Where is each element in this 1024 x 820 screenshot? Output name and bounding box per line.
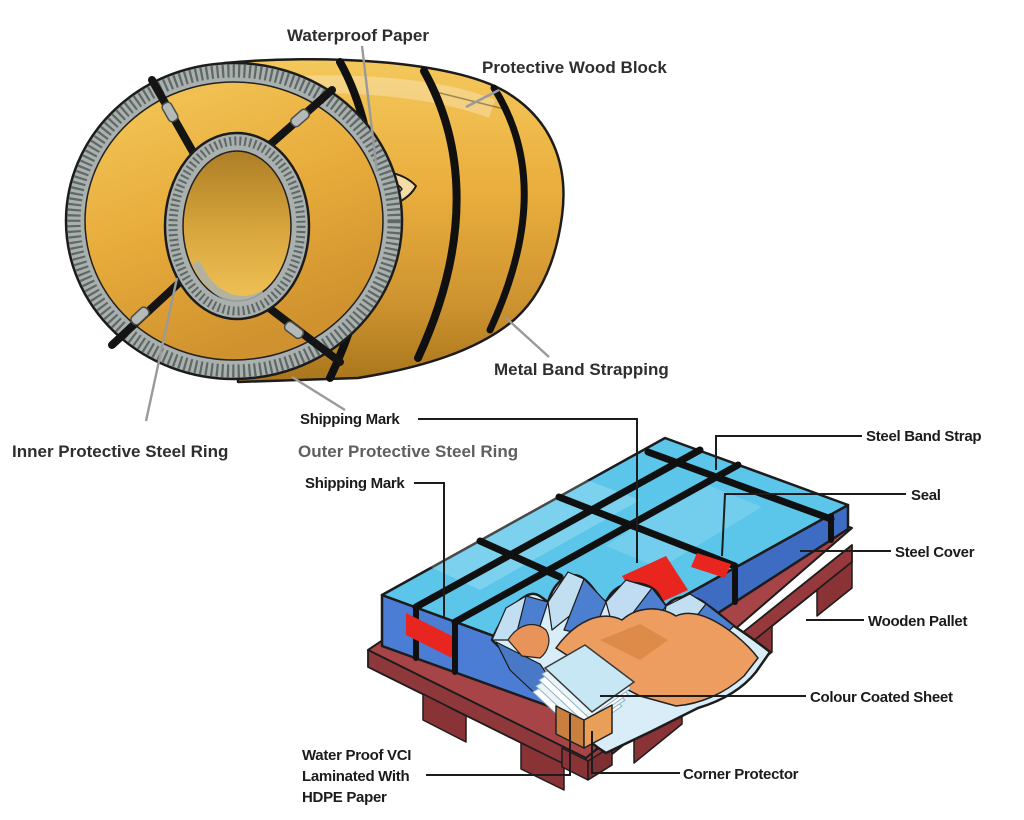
label-corner-protector: Corner Protector	[683, 766, 799, 783]
label-waterproof-vci-line2: Laminated With	[302, 768, 409, 785]
steel-coil-illustration	[64, 57, 565, 384]
strap-buckle	[283, 320, 305, 340]
strap-buckles	[130, 101, 310, 340]
band-strap	[555, 493, 739, 570]
band-strap	[412, 446, 704, 611]
band-strap	[644, 448, 835, 523]
label-colour-coated-sheet: Colour Coated Sheet	[810, 689, 953, 706]
waterproof-vci-leader	[426, 714, 571, 776]
seal-patch	[691, 553, 731, 578]
label-shipping-mark-side: Shipping Mark	[305, 475, 405, 492]
label-inner-protective-steel-ring: Inner Protective Steel Ring	[12, 442, 228, 461]
wrap-band	[414, 67, 461, 362]
pallet-foot	[422, 693, 467, 743]
label-outer-protective-steel-ring: Outer Protective Steel Ring	[298, 442, 518, 461]
outer-ring-ticks	[67, 64, 401, 378]
shipping-mark-side-leader	[414, 482, 445, 617]
metal-band-strapping-leader	[504, 316, 550, 358]
strap-buckle	[130, 306, 150, 326]
band-strap	[451, 461, 742, 626]
wood-block-edge	[435, 91, 509, 111]
label-wooden-pallet: Wooden Pallet	[868, 613, 967, 630]
labels: Waterproof Paper Protective Wood Block M…	[12, 26, 982, 806]
vci-paper-fold	[600, 624, 668, 660]
protective-wood-block-leader	[465, 88, 500, 109]
label-protective-wood-block: Protective Wood Block	[482, 58, 667, 77]
coil-core-hole	[182, 150, 292, 302]
vci-paper-layer-left	[507, 623, 550, 659]
pallet-foot	[816, 561, 853, 617]
top-face-sheen	[420, 470, 640, 590]
steel-band-strap-leader	[715, 435, 862, 470]
strap-buckle	[161, 101, 179, 123]
inner-ring-ticks	[168, 136, 306, 316]
label-waterproof-vci-line1: Water Proof VCI	[302, 747, 411, 764]
label-seal: Seal	[911, 487, 941, 504]
label-waterproof-paper: Waterproof Paper	[287, 26, 429, 45]
pallet-foot	[520, 742, 565, 791]
pallet-package-illustration	[367, 436, 853, 791]
steel-band-straps	[412, 446, 835, 675]
shipping-mark-side-patch	[406, 613, 452, 658]
label-waterproof-vci-line3: HDPE Paper	[302, 789, 387, 806]
label-metal-band-strapping: Metal Band Strapping	[494, 360, 669, 379]
label-steel-cover: Steel Cover	[895, 544, 975, 561]
seal-leader	[721, 493, 906, 557]
band-strap	[476, 537, 564, 581]
label-shipping-mark-top: Shipping Mark	[300, 411, 400, 428]
outer-ring-leader	[291, 375, 346, 412]
top-face-sheen	[606, 482, 762, 568]
core-far-ring	[192, 260, 267, 304]
shipping-mark-top-leader	[418, 418, 638, 563]
waterproof-paper-leader	[360, 45, 379, 173]
leader-lines	[144, 45, 906, 776]
strap-buckle	[290, 108, 310, 128]
coil-face	[64, 61, 404, 381]
corner-protector-leader	[591, 731, 680, 774]
label-steel-band-strap: Steel Band Strap	[866, 428, 981, 445]
inner-ring-leader	[144, 277, 179, 422]
wrap-band	[486, 84, 528, 334]
